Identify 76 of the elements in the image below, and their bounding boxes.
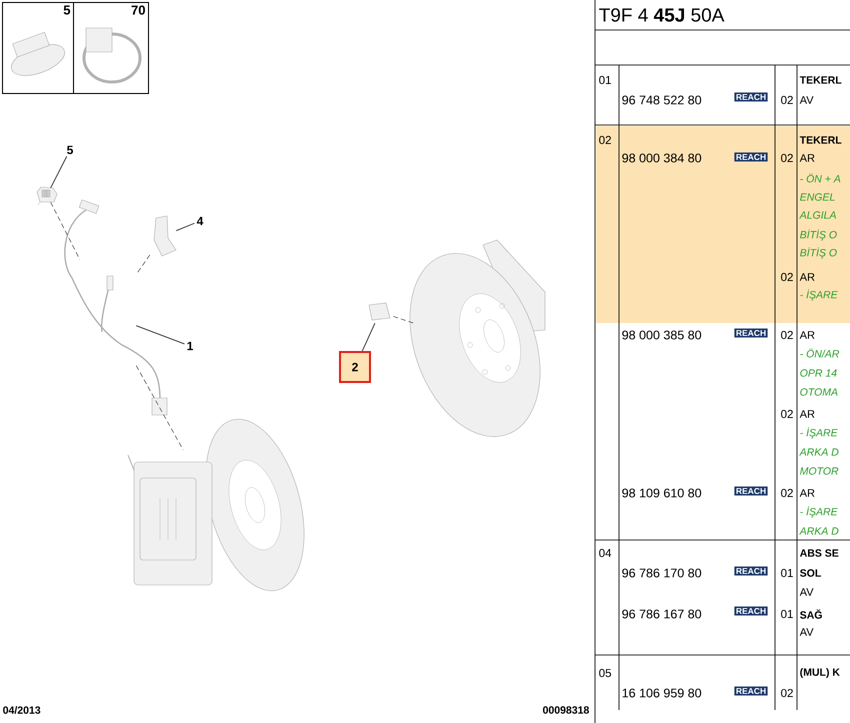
row-number: 05 (599, 668, 612, 678)
part-drawing (36, 186, 58, 206)
description-heading: SAĞ (800, 609, 822, 619)
row-number: 01 (599, 76, 611, 84)
assembly-line (136, 365, 184, 450)
description: AV (800, 96, 814, 104)
footer-text: 00098318 (543, 706, 589, 714)
note-text: OPR 14 (800, 369, 837, 377)
reach-badge: REACH (734, 606, 768, 616)
part-number: 98 109 610 80 (622, 488, 702, 498)
description: AR (800, 410, 814, 418)
description: AR (800, 489, 814, 497)
quantity: 01 (781, 568, 793, 578)
quantity: 02 (781, 410, 793, 418)
reach-badge: REACH (734, 686, 768, 696)
description: AV (800, 588, 814, 596)
note-text: ARKA D (799, 527, 838, 535)
quantity: 01 (781, 610, 793, 618)
part-number: 98 000 385 80 (622, 330, 702, 340)
assembly-line (50, 202, 80, 260)
reach-badge: REACH (734, 486, 768, 496)
quantity: 02 (781, 688, 793, 698)
inset-panel: 70 (73, 2, 149, 94)
part-number: 96 786 167 80 (622, 610, 702, 618)
note-text: MOTOR (800, 467, 838, 475)
part-drawing (128, 418, 304, 592)
callout-box: 2 (339, 351, 371, 383)
description: AV (800, 628, 814, 636)
part-number: 98 000 384 80 (622, 154, 702, 162)
quantity: 02 (781, 154, 793, 162)
quantity: 02 (781, 96, 793, 104)
callout-number: 1 (184, 340, 196, 352)
note-text: - İŞARE (800, 506, 838, 518)
inset-panel: 5 (2, 2, 74, 94)
description: AR (800, 154, 814, 162)
note-text: ALGILA (799, 211, 836, 219)
description-heading: TEKERL (800, 76, 842, 84)
note-text: ARKA D (799, 448, 838, 456)
part-number: 96 786 170 80 (622, 568, 702, 578)
description: AR (800, 273, 814, 281)
note-text: - ÖN/AR (800, 348, 840, 358)
leader-line (362, 322, 376, 352)
reach-badge: REACH (734, 566, 768, 576)
description: AR (800, 331, 814, 339)
quantity: 02 (781, 272, 793, 282)
page-code: T9F 4 45J 50A (599, 8, 724, 22)
description-heading: (MUL) K (800, 668, 840, 678)
part-drawing (368, 302, 390, 320)
part-number: 16 106 959 80 (622, 688, 702, 698)
note-text: BİTİŞ O (800, 230, 837, 240)
part-number: 96 748 522 80 (622, 96, 702, 104)
description-heading: SOL (800, 569, 821, 577)
description-heading: ABS SE (800, 549, 838, 557)
footer-text: 04/2013 (3, 706, 40, 714)
callout-number: 5 (64, 144, 76, 156)
note-text: - İŞARE (800, 290, 838, 300)
assembly-line (136, 254, 150, 275)
note-text: OTOMA (800, 388, 838, 396)
note-text: ENGEL (800, 193, 835, 201)
callout-number: 4 (194, 214, 206, 228)
reach-badge: REACH (734, 328, 768, 338)
quantity: 02 (781, 330, 793, 340)
part-drawing (154, 216, 176, 256)
assembly-line (392, 316, 416, 324)
note-text: BİTİŞ O (800, 248, 837, 258)
reach-badge: REACH (734, 92, 768, 102)
leader-line (50, 156, 68, 188)
leader-line (176, 222, 195, 232)
quantity: 02 (781, 488, 793, 498)
description-heading: TEKERL (800, 136, 842, 144)
note-text: - İŞARE (800, 428, 838, 438)
note-text: - ÖN + A (800, 174, 840, 182)
leader-line (136, 325, 185, 344)
row-number: 02 (599, 136, 611, 144)
part-drawing (410, 240, 546, 437)
row-number: 04 (599, 548, 612, 558)
